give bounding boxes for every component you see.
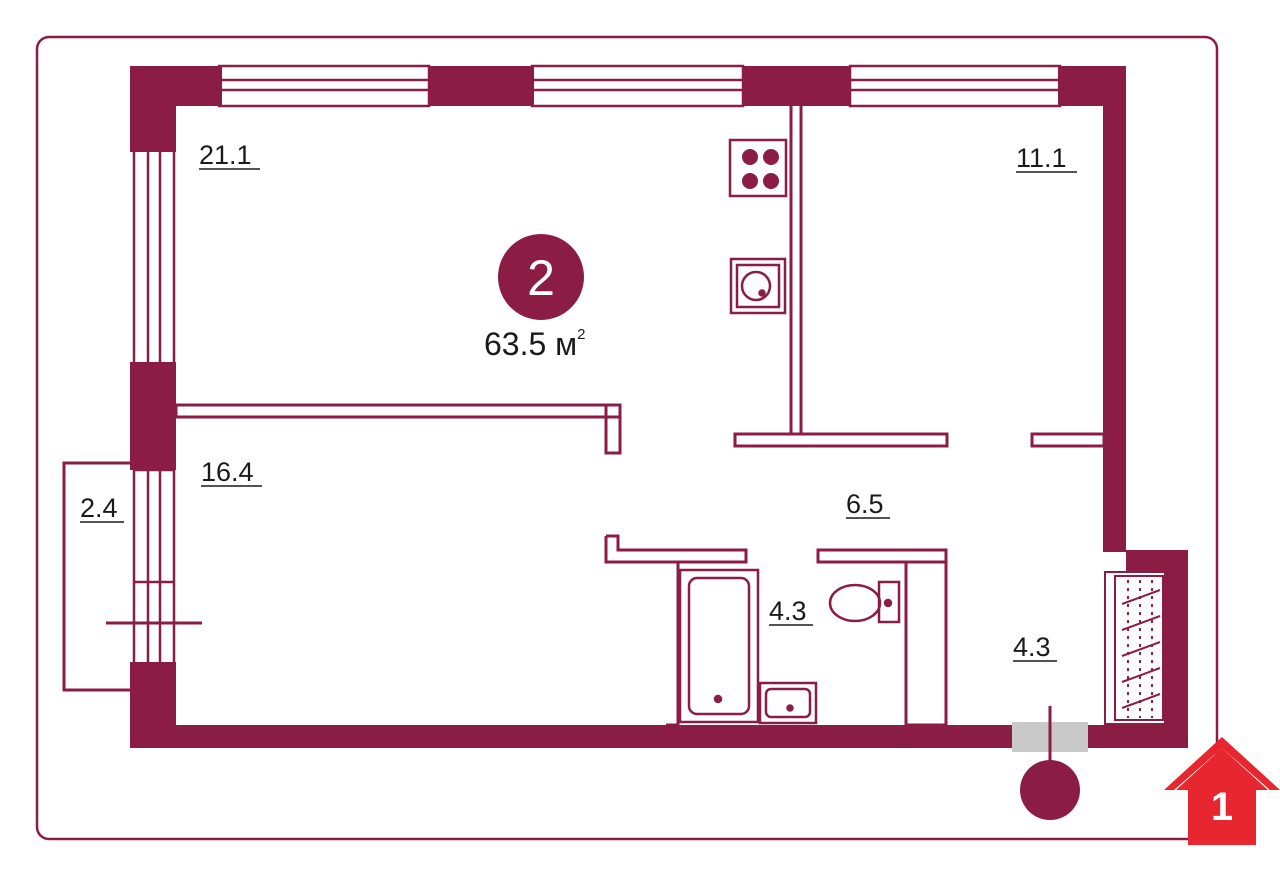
room-count: 2 — [527, 250, 555, 306]
interior-walls — [174, 102, 1106, 727]
room-area-bedroom-right: 11.1 — [1016, 143, 1067, 173]
bath-sink-icon — [758, 681, 818, 725]
toilet-icon — [828, 580, 901, 624]
bathtub-icon — [678, 568, 760, 724]
room-area-bedroom-left: 16.4 — [201, 457, 254, 487]
house-key-logo-icon: 1 — [1164, 737, 1280, 845]
balcony — [62, 461, 202, 692]
plan-frame — [35, 35, 1219, 841]
wardrobe-icon — [1104, 571, 1166, 725]
total-area-unit-sup: 2 — [577, 326, 585, 343]
stove-icon — [728, 138, 788, 198]
outer-walls — [130, 66, 1188, 748]
kitchen-sink-icon — [729, 257, 787, 315]
logo-glyph: 1 — [1211, 785, 1233, 829]
total-area-value: 63.5 м — [484, 326, 577, 362]
room-area-bathroom: 4.3 — [769, 596, 807, 626]
entry-door — [1012, 706, 1088, 820]
windows — [132, 64, 1062, 666]
room-area-balcony: 2.4 — [80, 493, 118, 523]
total-area: 63.5 м2 — [484, 326, 586, 362]
room-area-hall: 6.5 — [846, 489, 884, 519]
room-area-entry: 4.3 — [1013, 632, 1051, 662]
room-area-living: 21.1 — [199, 140, 252, 170]
room-count-badge — [498, 234, 584, 320]
